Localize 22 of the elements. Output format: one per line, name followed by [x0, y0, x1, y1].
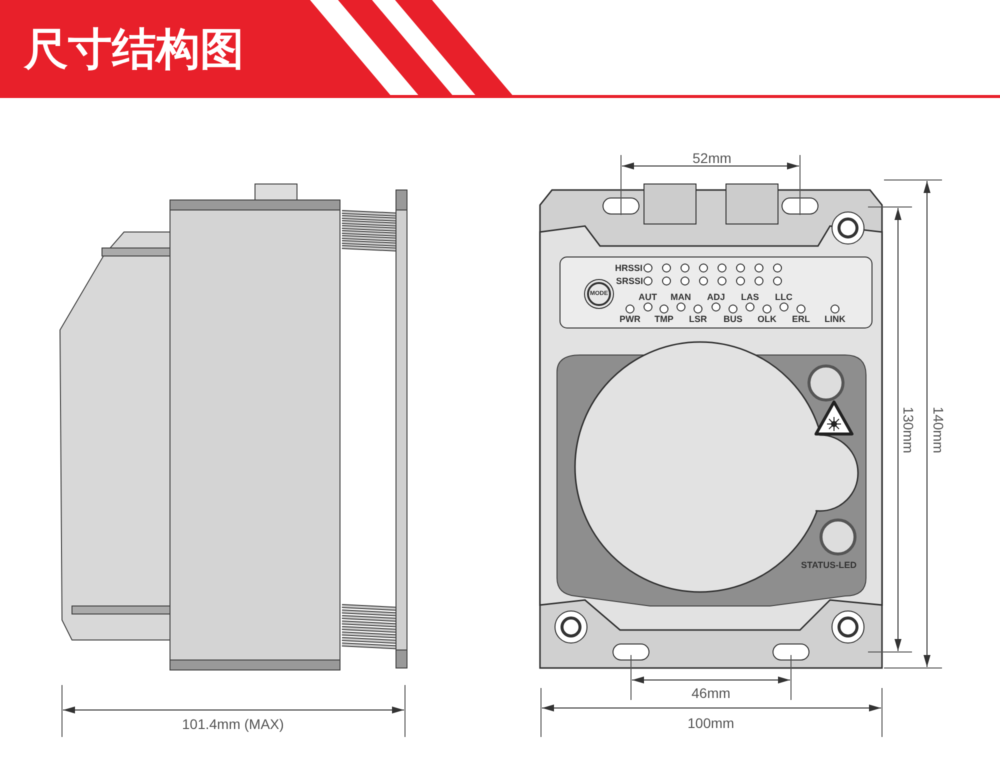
dimension-label: 46mm [692, 686, 730, 700]
led-label: TMP [654, 314, 674, 324]
led-label: LSR [689, 314, 707, 324]
dimension-label: 101.4mm (MAX) [182, 717, 284, 731]
led-label: SRSSI [616, 276, 644, 286]
led-label: OLK [758, 314, 776, 324]
led-label: PWR [620, 314, 640, 324]
led-label: LINK [824, 314, 846, 324]
led-label: HRSSI [615, 264, 643, 272]
dimension-label: 100mm [688, 716, 734, 730]
led-label: ADJ [707, 292, 726, 302]
page-title: 尺寸结构图 [24, 28, 244, 72]
led-label: MAN [670, 292, 691, 302]
led-label: AUT [638, 292, 657, 302]
led-label: BUS [724, 314, 743, 324]
dimension-label: 52mm [692, 151, 732, 165]
led-label: ERL [792, 314, 810, 324]
dimension-label: 140mm [930, 406, 945, 454]
led-label: STATUS-LED [801, 560, 857, 570]
led-label: LAS [741, 292, 759, 302]
led-label: LLC [775, 292, 792, 302]
dimension-label: 130mm [900, 406, 915, 454]
